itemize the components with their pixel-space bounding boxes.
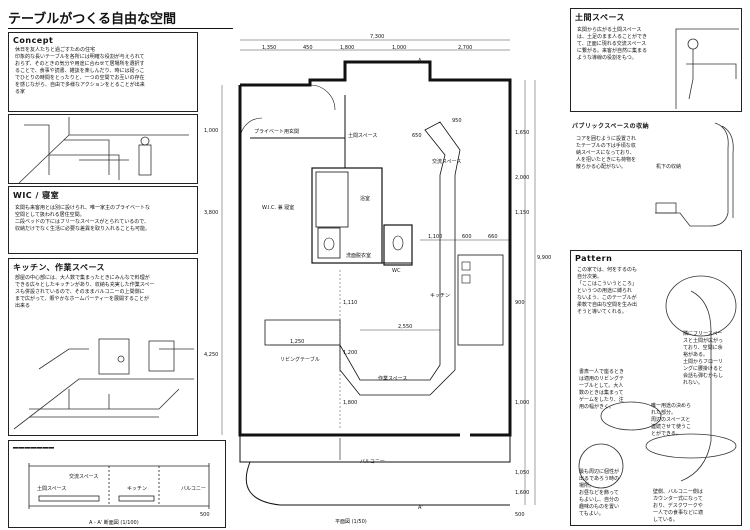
section-label-kitchen: キッチン (127, 486, 148, 492)
dim-right-2: 2,000 (515, 175, 530, 181)
room-balcony: バルコニー (360, 459, 385, 465)
dim-right-3: 1,150 (515, 210, 530, 216)
dim-overall-right: 9,900 (537, 255, 552, 261)
doma-heading: 土間スペース (575, 13, 626, 22)
room-private-entrance: プライベート用玄関 (254, 129, 300, 135)
dim-small-2: 950 (452, 118, 462, 124)
dim-top-1: 1,350 (262, 45, 277, 51)
section-heading: ━━━━━━━ (13, 444, 55, 454)
pattern-note-1: 隣にフリースペー スと土間が広がっ ており、空間に余 裕がある。 土間からフロー… (683, 331, 724, 386)
room-exchange: 交流スペース (432, 159, 462, 165)
dim-right-4: 900 (515, 300, 525, 306)
public-note: 机下の収納 (656, 164, 682, 170)
dim-top-3: 1,800 (340, 45, 355, 51)
dim-v-2: 1,200 (343, 350, 358, 356)
public-heading: パブリックスペースの収納 (572, 123, 650, 130)
wic-heading: WIC / 寝室 (13, 191, 60, 200)
pattern-body: この家では、何をするのも 自分次第。 「ここはこういうところ」 というつの用途に… (577, 267, 638, 315)
room-living-table: リビングテーブル (280, 357, 320, 363)
wic-panel: WIC / 寝室 玄関も来客用とは別に設けられ、唯一家主のプライベートな 空間と… (8, 186, 198, 254)
kitchen-sketch (13, 338, 194, 430)
public-panel: パブリックスペースの収納 コアを囲むように設置され たテーブルの下は手頃な収 納… (570, 118, 742, 238)
section-label-balcony: バルコニー (181, 486, 206, 492)
dim-mid-2: 600 (462, 234, 472, 240)
dim-v-3: 1,800 (343, 400, 358, 406)
concept-panel: Concept 休日を友人たちと過ごすための住宅 印象的な長いテーブルを各所には… (8, 32, 198, 112)
doma-body: 玄関から広がる土間スペース は、土足のまま人ることができ て、正面に現れる交流ス… (577, 27, 648, 61)
dim-total: 7,300 (370, 34, 385, 40)
dim-right-5: 1,000 (515, 400, 530, 406)
mark-a-prime: A' (418, 505, 423, 511)
doma-panel: 土間スペース 玄関から広がる土間スペース は、土足のまま人ることができ て、正面… (570, 8, 742, 112)
dim-table: 1,250 (290, 339, 305, 345)
kitchen-body: 部屋の中心部には、大人数で集まったときにみんなで料理が できる広々としたキッチン… (15, 275, 155, 309)
page-title: テーブルがつくる自由な空間 (8, 8, 233, 29)
dim-top-4: 1,000 (392, 45, 407, 51)
dim-mid-1: 1,100 (428, 234, 443, 240)
dim-left-1: 1,000 (204, 128, 219, 134)
dim-bottom-3: 500 (200, 512, 210, 518)
pattern-note-2: 書斎一人で座るとき は適用のリビングテ ーブルとして。大人 数のときは集まって … (579, 369, 625, 410)
room-work: 作業スペース (378, 376, 408, 382)
room-doma: 土間スペース (348, 133, 378, 139)
public-body: コアを囲むように設置され たテーブルの下は手頃な収 納スペースになっており、 人… (576, 136, 637, 170)
pattern-note-3: 唯一用途の決めら れた部分。 周辺のスペースと 連続させて使うこ とができる。 (651, 403, 692, 437)
doma-sketch (675, 28, 739, 109)
kitchen-panel: キッチン、作業スペース 部屋の中心部には、大人数で集まったときにみんなで料理が … (8, 258, 198, 436)
dim-top-2: 450 (303, 45, 313, 51)
section-panel: ━━━━━━━ 土間スペース キッチン バルコニー 交流スペース A - A' … (8, 440, 226, 528)
dim-bottom-1: 1,600 (515, 490, 530, 496)
section-caption: A - A' 断面図 (1/100) (89, 520, 139, 526)
dim-right-6: 1,050 (515, 470, 530, 476)
wic-image (8, 114, 198, 184)
room-kitchen: キッチン (430, 293, 451, 299)
pattern-heading: Pattern (575, 254, 613, 263)
dim-left-2: 3,800 (204, 210, 219, 216)
pattern-note-5: 壁側、バルコニー側は カウンター式になって おり、デスクワークや 一人での食事な… (653, 489, 704, 523)
pattern-sketch (578, 275, 737, 489)
kitchen-heading: キッチン、作業スペース (13, 263, 106, 272)
section-drawing (28, 463, 210, 509)
concept-heading: Concept (13, 36, 54, 45)
dim-mid-3: 660 (488, 234, 498, 240)
room-wic: W.I.C. 兼 寝室 (262, 205, 295, 211)
dim-right-1: 1,650 (515, 130, 530, 136)
section-label-doma: 土間スペース (37, 486, 67, 492)
room-bath: 浴室 (360, 196, 371, 202)
public-sketch (655, 122, 734, 227)
dim-small-1: 650 (412, 133, 422, 139)
wic-body: 玄関も来客用とは別に設けられ、唯一家主のプライベートな 空間として扱われる居住空… (15, 205, 151, 232)
room-washroom: 洗面脱衣室 (346, 253, 372, 259)
dim-top-5: 2,700 (458, 45, 473, 51)
pattern-panel: Pattern この家では、何をするのも 自分次第。 「ここはこういうところ」 … (570, 250, 742, 526)
wic-sketch (18, 117, 189, 184)
dim-bottom-2: 500 (515, 512, 525, 518)
concept-body: 休日を友人たちと過ごすための住宅 印象的な長いテーブルを各所には明確な役割が与え… (15, 47, 145, 95)
mark-a: A (418, 58, 422, 64)
pattern-note-4: 最も周辺に個性が 出るであろう時の 場所。 お昼などを飾って もよいし、自分の … (579, 469, 620, 517)
dim-left-3: 4,250 (204, 352, 219, 358)
room-wc: WC (392, 268, 401, 274)
dim-kitchen-width: 2,550 (398, 324, 413, 330)
section-label-exchange: 交流スペース (69, 474, 99, 480)
plan-caption: 平面図 (1/50) (335, 519, 367, 525)
dim-v-1: 1,110 (343, 300, 358, 306)
